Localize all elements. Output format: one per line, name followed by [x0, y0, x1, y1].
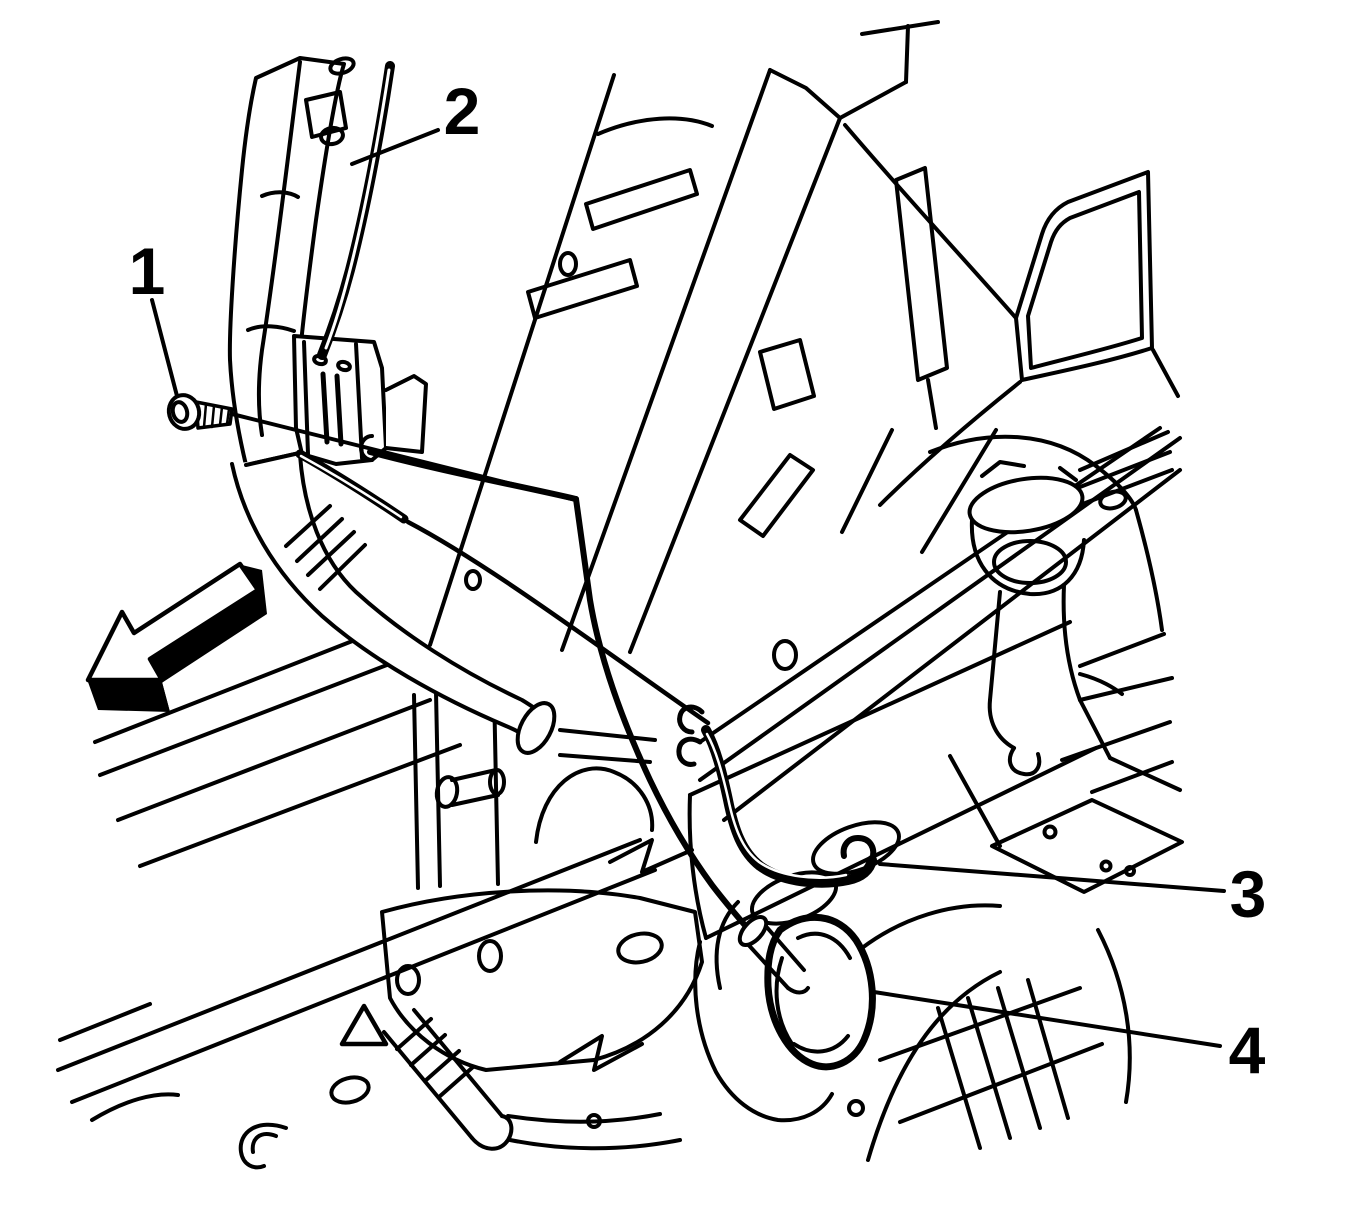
body-mount-bushing [967, 460, 1182, 792]
callout-1-label: 1 [129, 234, 166, 308]
front-bracket-plate [238, 888, 704, 1170]
bolt [166, 393, 578, 502]
callout-4-leader [872, 990, 1222, 1048]
callouts: 1 2 3 4 [129, 74, 1267, 1087]
cross-sill [687, 620, 1184, 940]
pipe-bracket [292, 334, 428, 466]
pillar-assembly [227, 56, 356, 467]
direction-arrow [85, 561, 267, 712]
callout-3-label: 3 [1230, 857, 1267, 931]
callout-4-label: 4 [1229, 1013, 1266, 1087]
grommet-bell [764, 913, 876, 1071]
floor-grommet [714, 900, 876, 1071]
callout-2-label: 2 [444, 74, 481, 148]
body-structure [56, 20, 1182, 1162]
callout-2-leader [350, 128, 440, 166]
block-arrow-icon [85, 561, 261, 683]
callout-3-leader [878, 862, 1226, 893]
callout-1-leader [150, 298, 179, 398]
bolt-pointer-line [230, 412, 578, 502]
filler-tube [230, 450, 557, 755]
